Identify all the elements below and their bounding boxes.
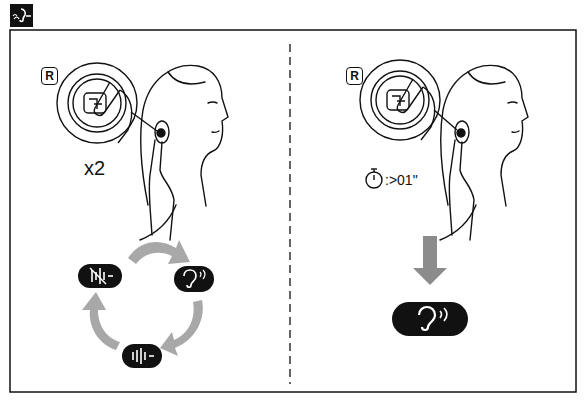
earbud-closeup-right	[360, 60, 457, 140]
timer-icon	[366, 169, 382, 188]
frame	[10, 30, 576, 392]
badge-letter: R	[45, 70, 54, 82]
anc-mode-icon	[10, 4, 33, 27]
earbud-closeup-left	[57, 63, 157, 143]
divider	[289, 44, 290, 384]
cycle-arrows	[82, 240, 203, 356]
head-left	[140, 65, 228, 240]
anc-on-pill	[122, 344, 162, 368]
anc-off-pill	[78, 264, 122, 288]
badge-letter: R	[350, 70, 359, 82]
tap-count: x2	[84, 158, 105, 178]
transparency-pill-large	[392, 302, 468, 336]
hold-duration: :>01"	[385, 173, 418, 187]
head-right	[440, 65, 528, 240]
side-badge: R	[346, 67, 363, 85]
transparency-pill	[174, 266, 214, 292]
side-badge: R	[41, 67, 58, 85]
down-arrow	[413, 236, 447, 285]
